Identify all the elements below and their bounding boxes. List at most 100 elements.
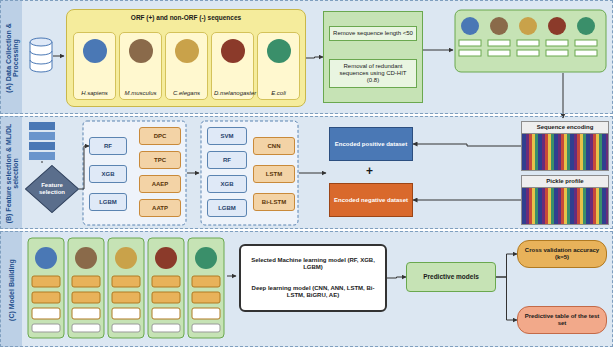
section-label: (B) Feature selection & ML/DL selection xyxy=(1,117,23,230)
node-text: XGB xyxy=(220,181,233,188)
band-ground xyxy=(0,0,613,114)
organism-box: M.musculus xyxy=(119,32,162,100)
band-ground xyxy=(0,231,613,347)
organism-icon xyxy=(490,17,508,35)
flow-arrow xyxy=(79,146,89,189)
dataset-box: Encoded positive dataset xyxy=(329,127,413,161)
organism-icon xyxy=(577,17,595,35)
organism-panel xyxy=(68,238,104,338)
group-frame xyxy=(83,121,186,225)
sequence-file xyxy=(459,50,481,56)
feature-box: DPC xyxy=(139,127,181,145)
result-strip xyxy=(112,324,140,332)
sequence-file xyxy=(546,40,568,46)
result-strip xyxy=(32,308,60,319)
section-label: (C) Model Building xyxy=(1,232,23,347)
sequence-file xyxy=(546,50,568,56)
sequence-file xyxy=(575,50,597,56)
plus-sign: + xyxy=(366,164,373,178)
band-strip xyxy=(0,116,22,229)
organism-panel xyxy=(188,238,224,338)
flow-arrow xyxy=(53,56,64,57)
section-band: (B) Feature selection & ML/DL selectionF… xyxy=(0,116,613,229)
classifier-box: LGBM xyxy=(89,193,127,211)
sequence-file xyxy=(517,40,539,46)
node-text: Feature selection xyxy=(35,182,69,196)
node-text: Removal of redundant sequences using CD-… xyxy=(329,59,417,88)
organism-icon xyxy=(75,247,97,269)
encoding-image: Pickle profile xyxy=(521,175,609,225)
organism-box: C.elegans xyxy=(165,32,208,100)
organism-panels xyxy=(28,238,224,338)
node-text: Predictive models xyxy=(423,273,479,280)
node-text: D.melanogaster xyxy=(214,90,251,97)
result-strip xyxy=(112,308,140,319)
result-strip xyxy=(192,292,220,303)
dataset-box: Encoded negative dataset xyxy=(329,183,413,217)
encoding-image: Sequence encoding xyxy=(521,121,609,171)
result-strip xyxy=(192,276,220,287)
organism-icon xyxy=(221,39,245,63)
result-pill: Cross validation accuracy (k=5) xyxy=(517,240,607,268)
node-text: AAEP xyxy=(152,181,169,188)
node-text: TPC xyxy=(154,157,166,164)
node-text: RF xyxy=(104,143,112,150)
organism-icon xyxy=(175,39,199,63)
band-strip xyxy=(0,231,22,347)
node-text: M.musculus xyxy=(122,90,159,97)
feature-box: AATP xyxy=(139,199,181,217)
classifier-box: SVM xyxy=(207,127,247,145)
result-strip xyxy=(72,308,100,319)
classifier-box: RF xyxy=(207,151,247,169)
band-strip xyxy=(0,0,22,114)
node-text: Encoded negative dataset xyxy=(334,197,408,204)
organism-icon xyxy=(83,39,107,63)
band-ground xyxy=(0,116,613,229)
classifier-box: LGBM xyxy=(207,199,247,217)
group-frame xyxy=(201,121,298,225)
flow-arrow xyxy=(299,173,326,174)
node-text: LGBM xyxy=(99,199,117,206)
organism-icon xyxy=(195,247,217,269)
result-strip xyxy=(112,276,140,287)
result-strip xyxy=(72,276,100,287)
processing-box: Remove sequence length <50Removal of red… xyxy=(323,11,423,103)
sequence-source-box: ORF (+) and non-ORF (-) sequencesH.sapie… xyxy=(66,9,306,107)
flow-arrow xyxy=(423,50,453,51)
organism-icon xyxy=(267,39,291,63)
node-text: C.elegans xyxy=(168,90,205,97)
node-text: H.sapiens xyxy=(76,90,113,97)
organism-box: D.melanogaster xyxy=(211,32,254,100)
feature-stack xyxy=(29,122,55,160)
classifier-box: RF xyxy=(89,137,127,155)
flow-arrow xyxy=(227,276,236,277)
model-box: Selected Machine learning model (RF, XGB… xyxy=(239,244,387,312)
result-strip xyxy=(72,292,100,303)
node-text: ORF (+) and non-ORF (-) sequences xyxy=(71,14,301,21)
feature-box: TPC xyxy=(139,151,181,169)
node-text: Selected Machine learning model (RF, XGB… xyxy=(245,257,381,271)
flow-arrow xyxy=(413,144,521,146)
organism-box: E.coli xyxy=(257,32,300,100)
process-box: Predictive models xyxy=(406,262,496,292)
node-text: LGBM xyxy=(218,205,236,212)
node-text: Sequence encoding xyxy=(522,122,608,134)
flow-arrow xyxy=(563,73,564,118)
decision-diamond: Feature selection xyxy=(25,165,79,213)
result-strip xyxy=(192,324,220,332)
node-text: DPC xyxy=(154,133,167,140)
section-band: (C) Model Building Selected Machine learn… xyxy=(0,231,613,347)
sequence-file xyxy=(488,40,510,46)
node-text: Bi-LSTM xyxy=(262,199,286,206)
node-text: Predictive table of the test set xyxy=(524,313,600,327)
dataset-panel xyxy=(455,10,606,72)
node-text: Encoded positive dataset xyxy=(335,141,407,148)
node-text: Deep learning model (CNN, ANN, LSTM, Bi-… xyxy=(245,285,381,299)
node-text: SVM xyxy=(220,133,233,140)
node-text: Remove sequence length <50 xyxy=(329,26,417,41)
node-text: Cross validation accuracy (k=5) xyxy=(524,247,600,261)
result-strip xyxy=(32,276,60,287)
organism-box: H.sapiens xyxy=(73,32,116,100)
organism-icon xyxy=(461,17,479,35)
